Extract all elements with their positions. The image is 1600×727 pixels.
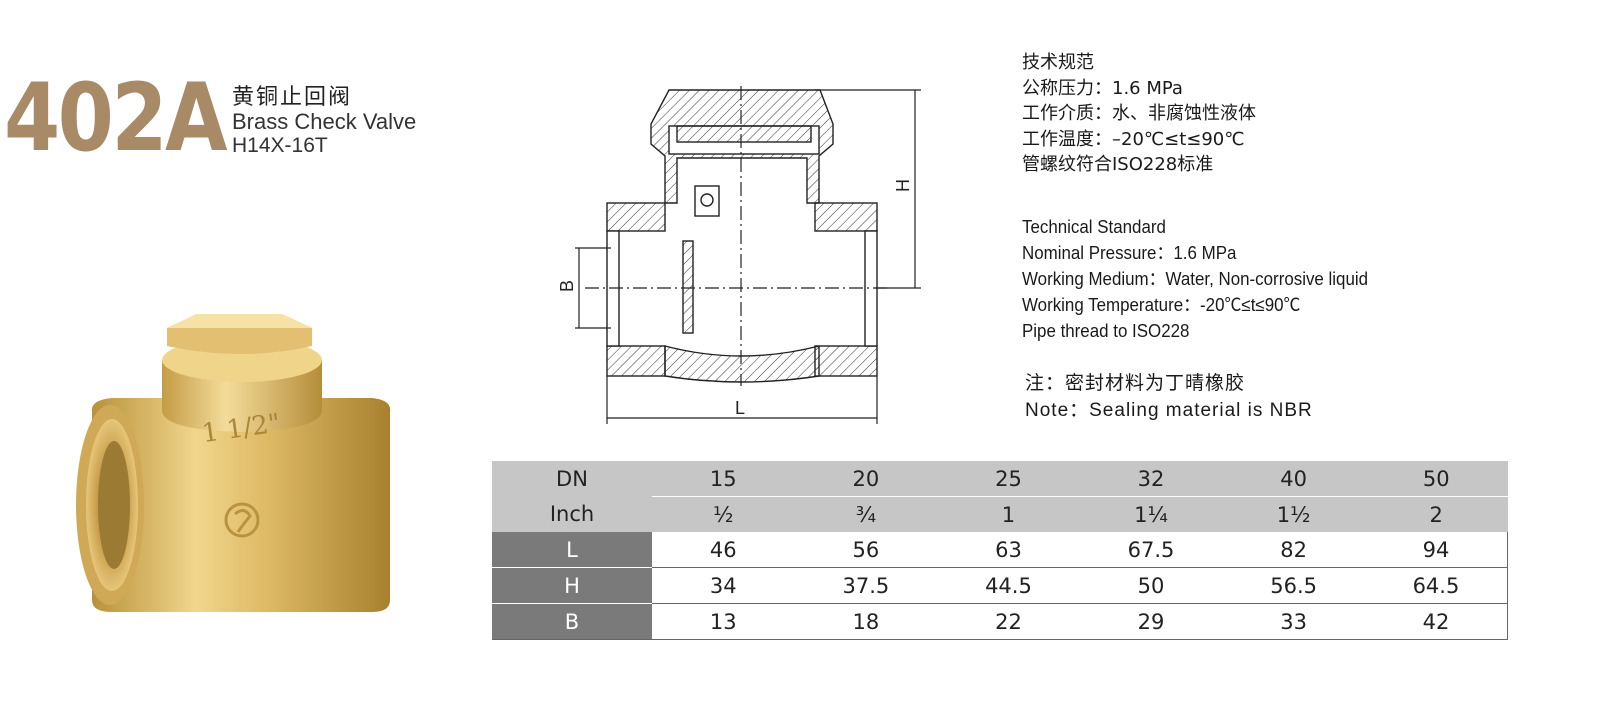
- table-cell: 18: [794, 603, 938, 640]
- table-row: L 46 56 63 67.5 82 94: [492, 532, 1508, 568]
- product-name-en: Brass Check Valve: [232, 109, 417, 134]
- spec-en-temperature: Working Temperature：-20℃≤t≤90℃: [1022, 295, 1301, 315]
- table-cell: 33: [1222, 603, 1365, 640]
- table-cell: 1¼: [1079, 496, 1223, 532]
- table-cell: 2: [1364, 496, 1508, 532]
- note-cn: 注：密封材料为丁晴橡胶: [1025, 372, 1246, 394]
- table-cell: 44.5: [937, 567, 1080, 604]
- table-cell: 82: [1222, 532, 1365, 568]
- table-row: DN 15 20 25 32 40 50: [492, 461, 1508, 497]
- dimension-h-label: H: [893, 179, 913, 192]
- product-title: 黄铜止回阀 Brass Check Valve H14X-16T: [232, 86, 416, 158]
- table-cell: 1: [937, 496, 1080, 532]
- table-cell: 32: [1079, 461, 1223, 497]
- spec-cn-thread: 管螺纹符合ISO228标准: [1022, 154, 1214, 175]
- table-cell: 25: [937, 461, 1080, 497]
- spec-cn-heading: 技术规范: [1022, 52, 1094, 73]
- table-cell: 13: [652, 603, 795, 640]
- spec-cn-block: 技术规范 公称压力：1.6 MPa 工作介质：水、非腐蚀性液体 工作温度：–20…: [1022, 50, 1256, 178]
- table-cell: 29: [1079, 603, 1223, 640]
- spec-en-pressure: Nominal Pressure：1.6 MPa: [1022, 243, 1237, 263]
- table-cell: 15: [652, 461, 795, 497]
- table-cell: 22: [937, 603, 1080, 640]
- table-cell: 67.5: [1079, 532, 1223, 568]
- table-cell: 56: [794, 532, 938, 568]
- table-cell: 50: [1079, 567, 1223, 604]
- table-row: B 13 18 22 29 33 42: [492, 603, 1508, 640]
- table-cell: 56.5: [1222, 567, 1365, 604]
- table-cell: ¾: [794, 496, 938, 532]
- product-code: H14X-16T: [232, 134, 328, 157]
- row-header-h: H: [492, 567, 652, 604]
- spec-en-thread: Pipe thread to ISO228: [1022, 321, 1190, 341]
- table-cell: 94: [1364, 532, 1508, 568]
- spec-en-block: Technical Standard Nominal Pressure：1.6 …: [1022, 214, 1390, 344]
- table-cell: 34: [652, 567, 795, 604]
- row-header-dn: DN: [492, 461, 652, 497]
- cross-section-drawing: H B L: [557, 86, 921, 424]
- table-cell: 46: [652, 532, 795, 568]
- spec-cn-temperature: 工作温度：–20℃≤t≤90℃: [1022, 128, 1245, 150]
- spec-en-medium: Working Medium：Water, Non-corrosive liqu…: [1022, 269, 1369, 289]
- table-cell: 40: [1222, 461, 1365, 497]
- dimension-l-label: L: [735, 398, 745, 418]
- note-block: 注：密封材料为丁晴橡胶 Note：Sealing material is NBR: [1025, 370, 1313, 424]
- table-cell: ½: [652, 496, 795, 532]
- model-number: 402A: [4, 64, 228, 173]
- spec-cn-pressure: 公称压力：1.6 MPa: [1022, 77, 1183, 99]
- dimension-b-label: B: [557, 280, 577, 292]
- spec-en-heading: Technical Standard: [1022, 217, 1166, 237]
- row-header-b: B: [492, 603, 652, 640]
- row-header-l: L: [492, 532, 652, 568]
- table-row: H 34 37.5 44.5 50 56.5 64.5: [492, 567, 1508, 604]
- note-en: Note：Sealing material is NBR: [1025, 400, 1313, 421]
- product-name-cn: 黄铜止回阀: [232, 85, 353, 110]
- table-cell: 63: [937, 532, 1080, 568]
- table-cell: 37.5: [794, 567, 938, 604]
- table-row: Inch ½ ¾ 1 1¼ 1½ 2: [492, 496, 1508, 532]
- table-cell: 42: [1364, 603, 1508, 640]
- table-cell: 1½: [1222, 496, 1365, 532]
- table-cell: 20: [794, 461, 938, 497]
- spec-cn-medium: 工作介质：水、非腐蚀性液体: [1022, 103, 1256, 124]
- table-cell: 64.5: [1364, 567, 1508, 604]
- valve-photo: 1 1/2": [76, 314, 391, 612]
- dimension-table: DN 15 20 25 32 40 50 Inch ½ ¾ 1 1¼ 1½ 2 …: [492, 461, 1508, 640]
- row-header-inch: Inch: [492, 496, 652, 532]
- table-cell: 50: [1364, 461, 1508, 497]
